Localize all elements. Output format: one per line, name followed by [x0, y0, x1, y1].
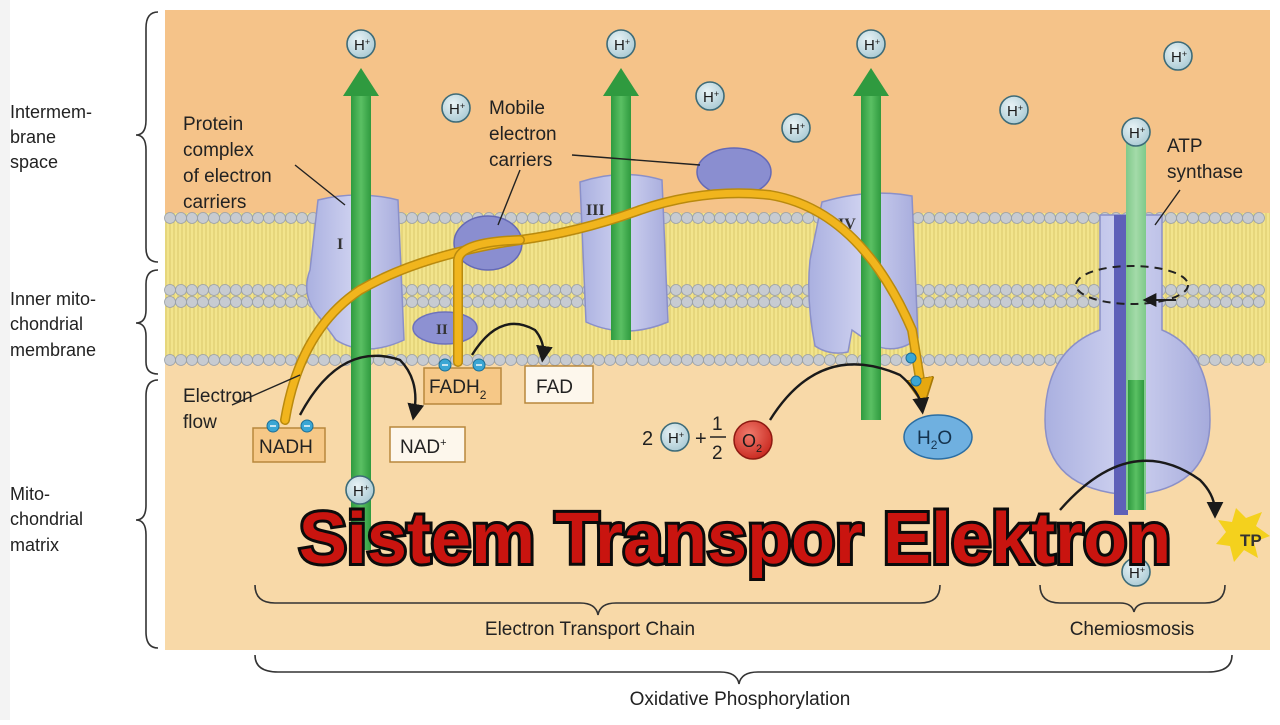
- proton-ion: H+: [441, 93, 471, 123]
- fadh2-to-fad-arrow: [470, 322, 553, 363]
- proton-label: H+: [354, 37, 370, 54]
- proton-label: H+: [614, 37, 630, 54]
- water-molecule: H2O: [903, 352, 973, 460]
- atp-partial-label: TP: [1240, 531, 1262, 550]
- fadh2-box: FADH2: [423, 358, 502, 405]
- inner-membrane-label: Inner mito- chondrial membrane: [10, 289, 101, 360]
- electron-flow-path: [280, 188, 922, 425]
- intermembrane-space-label: Intermem- brane space: [10, 102, 97, 172]
- intermembrane-brace: [135, 11, 159, 263]
- proton-ion: H+: [1163, 41, 1193, 71]
- leader-lines: [231, 154, 1181, 406]
- rotor-dashed-ring: [1075, 265, 1189, 305]
- complex-iii-label: III: [586, 202, 605, 219]
- oxygen-molecule: [733, 420, 773, 460]
- complex-ii-label: II: [436, 322, 448, 338]
- proton-ion: H+: [781, 113, 811, 143]
- proton-ion: H+: [999, 95, 1029, 125]
- equation-proton: [660, 422, 690, 452]
- fraction-numerator: 1: [712, 414, 723, 435]
- membrane-brace: [135, 269, 159, 375]
- bottom-brackets: [254, 584, 1233, 685]
- proton-ion: H+: [695, 81, 725, 111]
- nadh-label: NADH: [259, 437, 313, 458]
- complex-i-label: I: [337, 236, 343, 253]
- fad-box: FAD: [524, 365, 594, 404]
- proton-label: H+: [353, 483, 369, 500]
- water-label: H2O: [917, 428, 952, 452]
- chemiosmosis-bracket-label: Chemiosmosis: [1070, 619, 1195, 640]
- reaction-arrows: [298, 322, 1224, 519]
- proton-ion: H+: [1121, 557, 1151, 587]
- proton-ion: H+: [856, 29, 886, 59]
- nadh-box: NADH: [252, 419, 326, 463]
- oxphos-bracket-label: Oxidative Phosphorylation: [630, 689, 851, 710]
- atp-synthase-label: ATP synthase: [1167, 136, 1243, 183]
- proton-label: H+: [449, 101, 465, 118]
- proton-label: H+: [864, 37, 880, 54]
- complex-ii: II: [412, 311, 478, 345]
- atp-burst: TP: [1216, 508, 1270, 562]
- proton-label: H+: [1007, 103, 1023, 120]
- proton-ion: H+: [1121, 117, 1151, 147]
- proton-ion: H+: [606, 29, 636, 59]
- fraction-denominator: 2: [712, 443, 723, 464]
- overlay-title: Sistem Transpor Elektron: [299, 499, 1171, 579]
- svg-text:O2: O2: [742, 431, 762, 455]
- proton-label: H+: [1129, 125, 1145, 142]
- equation-plus: +: [695, 428, 707, 450]
- nadh-to-nad-arrow: [298, 354, 425, 421]
- proton-ion: H+: [346, 29, 376, 59]
- proton-label: H+: [1129, 565, 1145, 582]
- nad-box: NAD+: [389, 426, 466, 463]
- region-labels: Intermem- brane space Inner mito- chondr…: [10, 11, 159, 649]
- proton-label: H+: [1171, 49, 1187, 66]
- protons: H+ H+ H+ H+ H+ H+ H+ H+ H+ H+ H+: [345, 29, 1193, 587]
- matrix-brace: [135, 379, 159, 649]
- mobile-carriers-label: Mobile electron carriers: [489, 98, 562, 171]
- fad-label: FAD: [536, 377, 573, 398]
- electron-flow-label: Electron flow: [183, 386, 258, 433]
- protein-complex-label: Protein complex of electron carriers: [183, 114, 277, 213]
- svg-text:H+: H+: [668, 430, 684, 447]
- proton-label: H+: [703, 89, 719, 106]
- proton-coefficient: 2: [642, 428, 653, 450]
- etc-bracket-label: Electron Transport Chain: [485, 619, 695, 640]
- fadh2-label: FADH2: [429, 377, 487, 402]
- matrix-label: Mito- chondrial matrix: [10, 484, 88, 555]
- atp-synthase: [1044, 140, 1211, 515]
- nad-label: NAD+: [400, 437, 447, 458]
- proton-ion: H+: [345, 475, 375, 505]
- complex-i-proton-arrow: [351, 90, 371, 550]
- oxygen-reduction-equation: 2 H+ + 1 2 O2: [642, 414, 773, 464]
- atp-synthesis-arrow: [1059, 459, 1224, 519]
- oxygen-to-water-arrow: [768, 363, 930, 421]
- proton-label: H+: [789, 121, 805, 138]
